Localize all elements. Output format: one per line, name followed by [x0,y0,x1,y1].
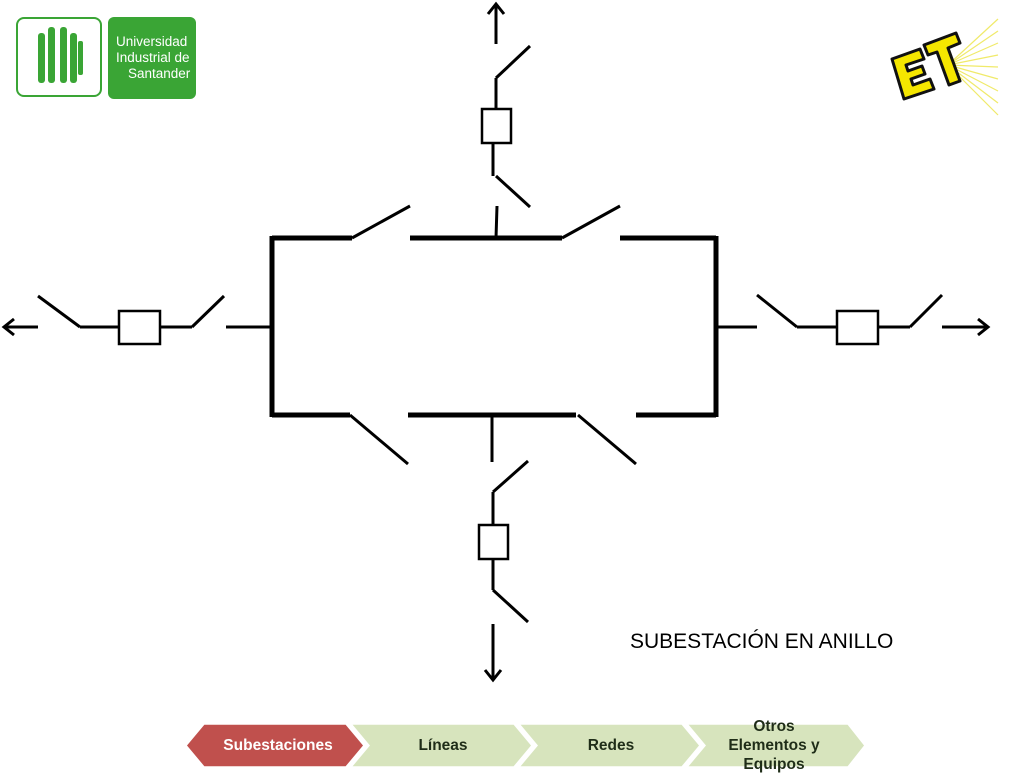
nav-chevron-otros [685,723,866,768]
switch-bottom-left [349,413,409,466]
arrow-right-icon [977,317,991,337]
switch-feeder-right-inner [756,293,798,329]
switch-feeder-left-outer [37,294,81,329]
feeder-bottom [477,415,530,683]
switch-feeder-left-inner [190,294,226,329]
feeder-left [1,294,272,346]
switch-top-left [351,204,411,240]
nav-chevron-redes [517,723,701,768]
uis-emblem-icon [16,17,102,97]
switch-feeder-bottom-upper [492,459,529,494]
nav-item-subestaciones[interactable]: Subestaciones [223,737,333,754]
arrow-left-icon [1,317,15,337]
breaker-bottom [477,523,510,561]
switch-feeder-bottom-lower [491,588,530,624]
nav-chevron-lineas [349,723,533,768]
switch-bottom-right [577,413,637,466]
nav-item-lineas[interactable]: Líneas [418,737,468,754]
nav-chevrons [186,723,866,768]
feeder-top [480,1,532,239]
section-nav: Subestaciones Líneas Redes Otros Element… [186,718,866,773]
uis-name-block: Universidad Industrial de Santander [108,17,196,99]
ring-bus [269,235,719,418]
feeder-right [716,293,991,346]
nav-item-otros-label: Otros Elementos y Equipos [728,718,820,773]
switch-top-right [561,204,621,240]
ring-switches [349,204,637,466]
nav-item-otros-elementos[interactable]: Otros Elementos y Equipos [698,718,850,773]
breaker-left [117,309,162,346]
et-logo-icon [890,18,999,116]
breaker-top [480,107,513,145]
switch-feeder-right-outer [908,293,944,329]
uis-name-line3: Santander [128,66,191,81]
switch-feeder-top-lower [494,174,532,209]
uis-name-line2: Industrial de [116,50,190,65]
uis-logo: Universidad Industrial de Santander [16,17,196,99]
breaker-right [835,309,880,346]
switch-feeder-top-upper [494,44,532,80]
diagram-caption: SUBESTACIÓN EN ANILLO [630,630,894,653]
arrow-down-icon [483,669,503,683]
uis-name-line1: Universidad [116,34,188,49]
nav-item-redes[interactable]: Redes [587,737,635,754]
arrow-up-icon [486,1,506,15]
nav-chevron-subestaciones [186,723,365,768]
